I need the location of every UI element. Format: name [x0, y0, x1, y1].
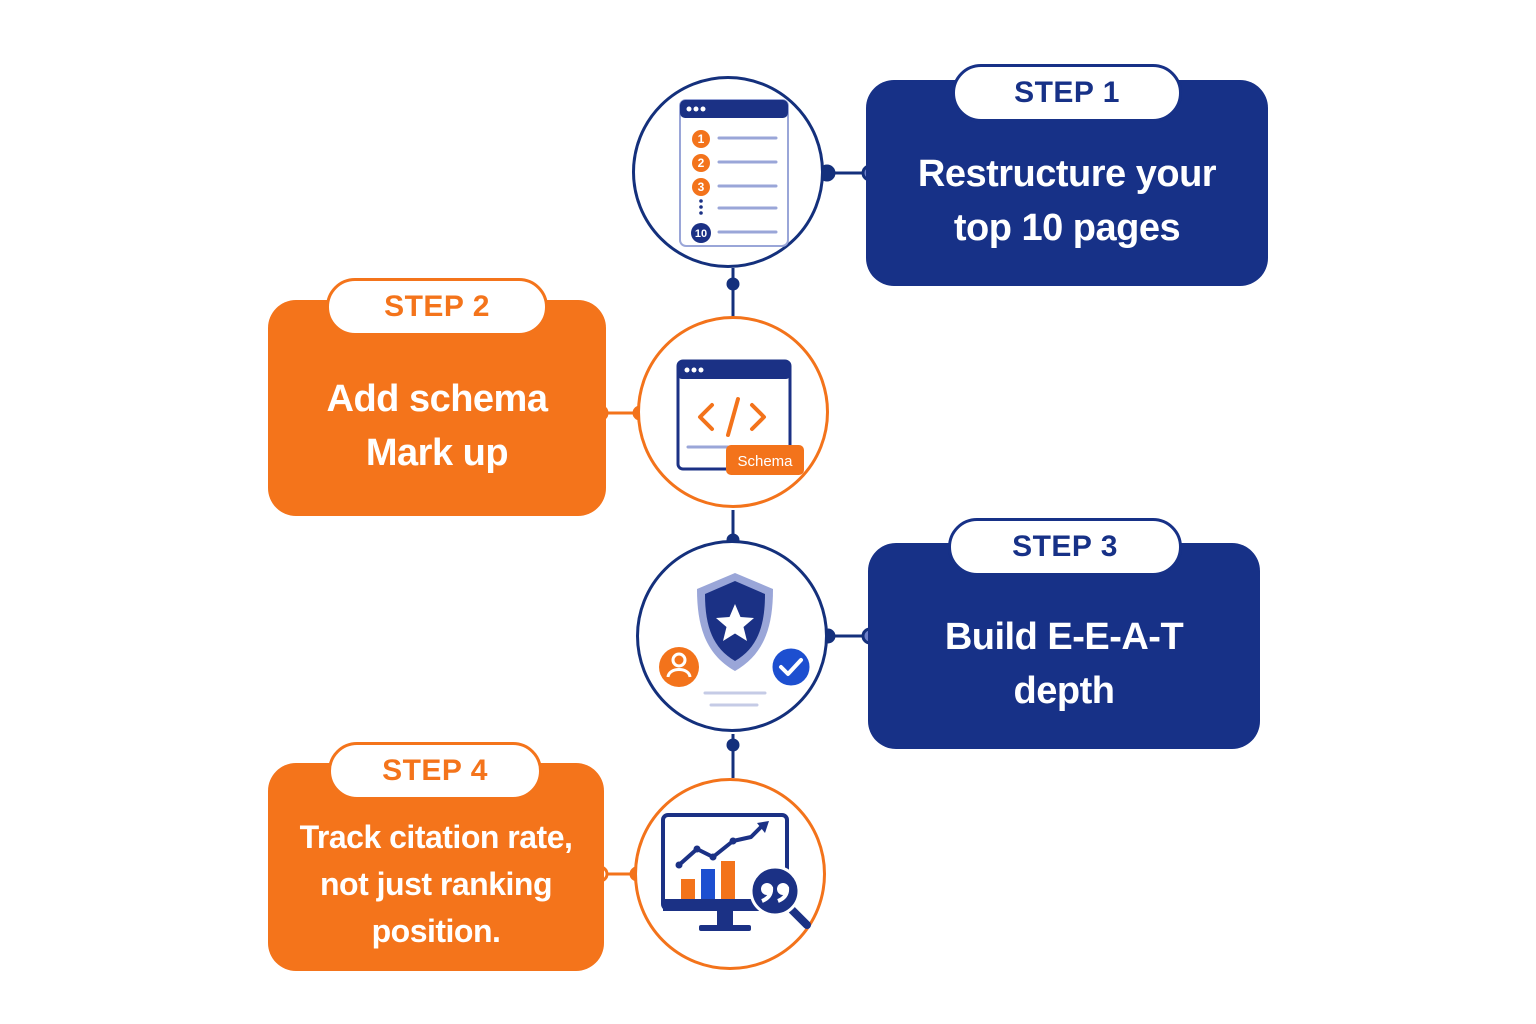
step-3-text: Build E-E-A-T depth: [944, 616, 1184, 712]
svg-text:10: 10: [695, 228, 707, 240]
step-2-card: Add schema Mark up: [268, 300, 606, 516]
step-1-text: Restructure your top 10 pages: [917, 153, 1217, 249]
step-3-card: Build E-E-A-T depth: [868, 543, 1260, 749]
step-4-icon-circle: [634, 778, 826, 970]
svg-text:2: 2: [698, 156, 705, 170]
shield-star-icon: [659, 573, 813, 707]
svg-text:1: 1: [698, 132, 705, 146]
numbered-list-page-icon: 1 2 3 10: [679, 99, 789, 247]
step-3-icon-circle: [636, 540, 828, 732]
code-window-icon: Schema: [676, 359, 804, 475]
step-1-icon-circle: 1 2 3 10: [632, 76, 824, 268]
step-4-label: STEP 4: [328, 742, 542, 800]
svg-text:3: 3: [698, 180, 705, 194]
step-3-label: STEP 3: [948, 518, 1182, 576]
monitor-chart-icon: [661, 813, 811, 931]
step-4-text: Track citation rate, not just ranking po…: [299, 818, 573, 949]
schema-badge: Schema: [737, 453, 793, 470]
step-2-icon-circle: Schema: [637, 316, 829, 508]
step-1-label: STEP 1: [952, 64, 1182, 122]
step-2-label: STEP 2: [326, 278, 548, 336]
step-2-text: Add schema Mark up: [326, 378, 548, 474]
